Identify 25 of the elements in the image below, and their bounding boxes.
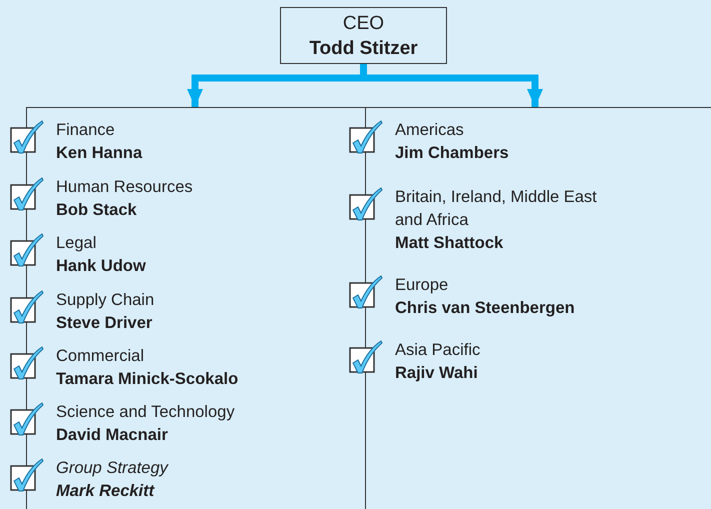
role-title: CEO: [342, 12, 384, 36]
department-name: Britain, Ireland, Middle East and Africa: [395, 187, 598, 231]
person-name: Mark Reckitt: [56, 481, 156, 502]
department-name: Commercial: [56, 346, 146, 367]
department-name: Finance: [56, 120, 116, 141]
department-name: Europe: [395, 275, 450, 296]
person-name: Tamara Minick-Scokalo: [56, 369, 240, 390]
person-name: Bob Stack: [56, 200, 138, 221]
person-name: Ken Hanna: [56, 143, 144, 164]
department-name: Group Strategy: [56, 458, 170, 479]
department-name: Science and Technology: [56, 402, 236, 423]
department-name: Americas: [395, 120, 465, 141]
person-name: Rajiv Wahi: [395, 363, 479, 384]
person-name: Jim Chambers: [395, 143, 510, 164]
person-name: Chris van Steenbergen: [395, 298, 576, 319]
department-name: Asia Pacific: [395, 340, 482, 361]
person-name: David Macnair: [56, 425, 169, 446]
role-box: [280, 7, 447, 64]
department-name: Supply Chain: [56, 290, 156, 311]
person-name: Todd Stitzer: [309, 36, 418, 60]
person-name: Hank Udow: [56, 256, 147, 277]
department-name: Human Resources: [56, 177, 194, 198]
person-name: Steve Driver: [56, 313, 154, 334]
department-name: Legal: [56, 233, 98, 254]
person-name: Matt Shattock: [395, 233, 504, 254]
